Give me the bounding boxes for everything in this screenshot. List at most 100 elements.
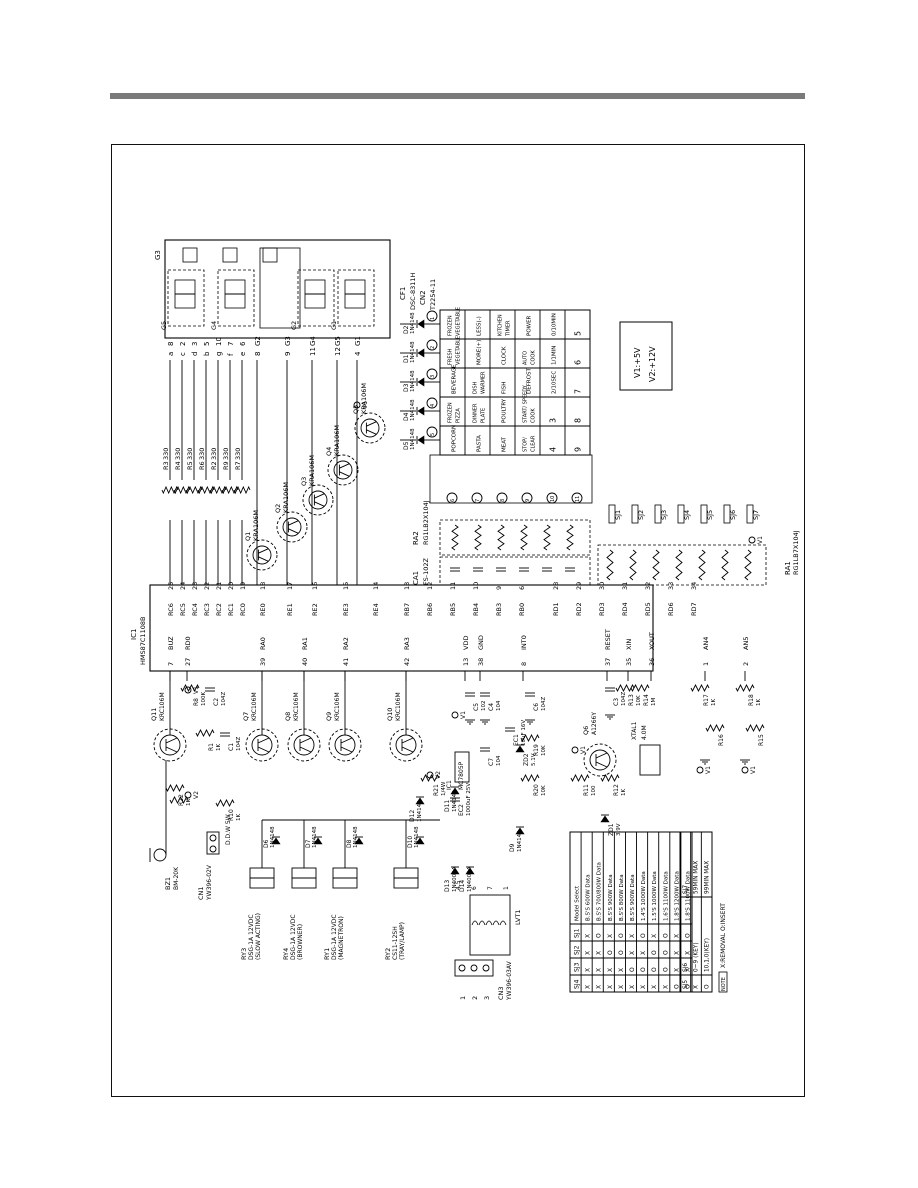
- model-table-cell: X: [662, 985, 669, 989]
- grid-label: G5: [334, 336, 342, 346]
- ra2-resistor: [520, 524, 528, 551]
- model-table-cell: B.S'S 600W Data: [586, 874, 592, 921]
- ic1-pin-number: 7: [167, 662, 175, 666]
- seg-resistor: [209, 485, 227, 495]
- passive-ref: R13: [628, 694, 635, 706]
- power-diode-part: 1N4002A: [467, 866, 473, 892]
- cn2-part: T2254-11: [429, 279, 437, 311]
- passive-value: 1K: [216, 744, 222, 751]
- model-table-cell: X: [618, 985, 625, 989]
- relay-function: (SLOW ACTING): [255, 913, 262, 960]
- ic1-pin-name: RD1: [552, 602, 560, 616]
- ic1-pin-name: RD2: [575, 602, 583, 616]
- transformer-lvt1: [469, 894, 511, 956]
- transistor-part: KRA106M: [282, 482, 290, 513]
- key-label: VEGETABLE: [456, 336, 462, 365]
- ic1-pin-number: 31: [621, 582, 629, 590]
- ic1-pin-name: RD3: [598, 602, 606, 616]
- keypad-diode-part: 1N4148: [410, 428, 416, 450]
- indicator-box: [182, 247, 198, 263]
- passive-ref: R1: [208, 743, 215, 751]
- transformer-winding: [485, 920, 493, 926]
- model-table-cell: O: [651, 967, 658, 972]
- relay-diode-ref: D8: [346, 839, 353, 848]
- passive-ref: C7: [488, 758, 495, 766]
- ic1-pin-number: 12: [426, 582, 434, 590]
- crystal-xtal1: [639, 744, 661, 776]
- keypad-pin-circle: [571, 492, 583, 504]
- key-label: FROZEN: [448, 402, 454, 423]
- buzzer-part: BM-20K: [173, 866, 180, 890]
- keypad-diode-part: 1N4148: [410, 399, 416, 421]
- zener-zd2: [515, 745, 525, 753]
- model-table-cell: X: [673, 934, 680, 938]
- passive-value: 1K: [711, 699, 717, 706]
- resistor-r20: [520, 773, 540, 783]
- model-table-cell: X: [629, 934, 636, 938]
- cn3-part: YW396-03AV: [506, 960, 513, 1001]
- ic1-pin-name: RE0: [259, 603, 267, 616]
- ra1-resistor: [652, 549, 660, 581]
- transistor-q11-outline: [153, 728, 187, 762]
- ic1-pin-number: 6: [518, 586, 526, 590]
- power-note-v1: V1:+5V: [633, 347, 642, 378]
- cn1-connector: [206, 831, 220, 855]
- ra1-resistor: [721, 549, 729, 581]
- passive-ref: R10: [228, 809, 235, 821]
- transistor-ref: Q9: [325, 712, 333, 721]
- ic1-pin-name: RC5: [179, 603, 187, 616]
- keypad-pin-number: 9: [525, 499, 531, 502]
- model-table-cell: B.S'S 800W Data: [619, 874, 625, 921]
- keypad-pin-circle: [426, 397, 438, 409]
- model-table-cell: X: [651, 934, 658, 938]
- keypad-pin-circle: [446, 492, 458, 504]
- jumper-label: SJ4: [683, 510, 691, 520]
- power-diode-ref: D12: [409, 810, 416, 822]
- keypad-pin-circle: [471, 492, 483, 504]
- transistor-ref: Q8: [284, 712, 292, 721]
- ic1-pin-name: RB4: [472, 603, 480, 616]
- power-diode-part: 1N4148: [452, 790, 458, 812]
- transistor-q8-emitter: [299, 746, 312, 753]
- key-label: POPCORN: [452, 425, 458, 452]
- ic1-pin-number: 40: [301, 658, 309, 666]
- supply-label: V1: [705, 766, 712, 774]
- model-table-cell: O: [662, 950, 669, 955]
- model-table-cell: O: [618, 933, 625, 938]
- keypad-pin-number: 1: [430, 317, 436, 320]
- ic1-pin-name: BUZ: [167, 636, 175, 650]
- model-table-cell: X: [596, 951, 603, 955]
- grid-label: G3: [284, 336, 292, 346]
- digit-group-label: G4: [210, 321, 218, 330]
- model-table-cell: X: [596, 968, 603, 972]
- transistor-ref: Q4: [325, 447, 333, 456]
- model-table-cell: O: [618, 950, 625, 955]
- ic1-pin-name: RD4: [621, 602, 629, 616]
- passive-value: 1000uF 25V: [466, 783, 472, 816]
- ra1-resistor: [606, 549, 614, 581]
- jumper-label: SJ2: [637, 510, 645, 520]
- ic1-pin-number: 33: [667, 582, 675, 590]
- jumper-table-header: SJ5: [683, 980, 689, 989]
- transistor-q5-outline: [354, 412, 386, 444]
- ic1-pin-number: 9: [495, 586, 503, 590]
- schematic-frame: [111, 144, 805, 1097]
- model-table-cell: 1.4'S 1000W Data: [641, 871, 647, 921]
- model-table-cell: X: [651, 985, 658, 989]
- ic1-pin-number: 28: [552, 582, 560, 590]
- key-label: CLEAR: [531, 435, 537, 452]
- model-table-cell: X: [607, 985, 614, 989]
- supply-terminal: [748, 536, 756, 544]
- jumper-sj5: [700, 504, 708, 524]
- cn1-pin: [209, 834, 217, 842]
- passive-value: 104Z: [221, 692, 227, 706]
- model-table-cell: X: [684, 968, 691, 972]
- zener-zd1: [600, 815, 610, 823]
- jumper-table-cell: 99MIN MAX: [704, 861, 710, 894]
- transistor-q8-outline: [287, 728, 321, 762]
- key-label: 3: [549, 418, 558, 423]
- key-label: DEFROST: [527, 367, 533, 394]
- relay-function: (BROWNER): [297, 924, 304, 960]
- supply-terminal: [184, 791, 192, 799]
